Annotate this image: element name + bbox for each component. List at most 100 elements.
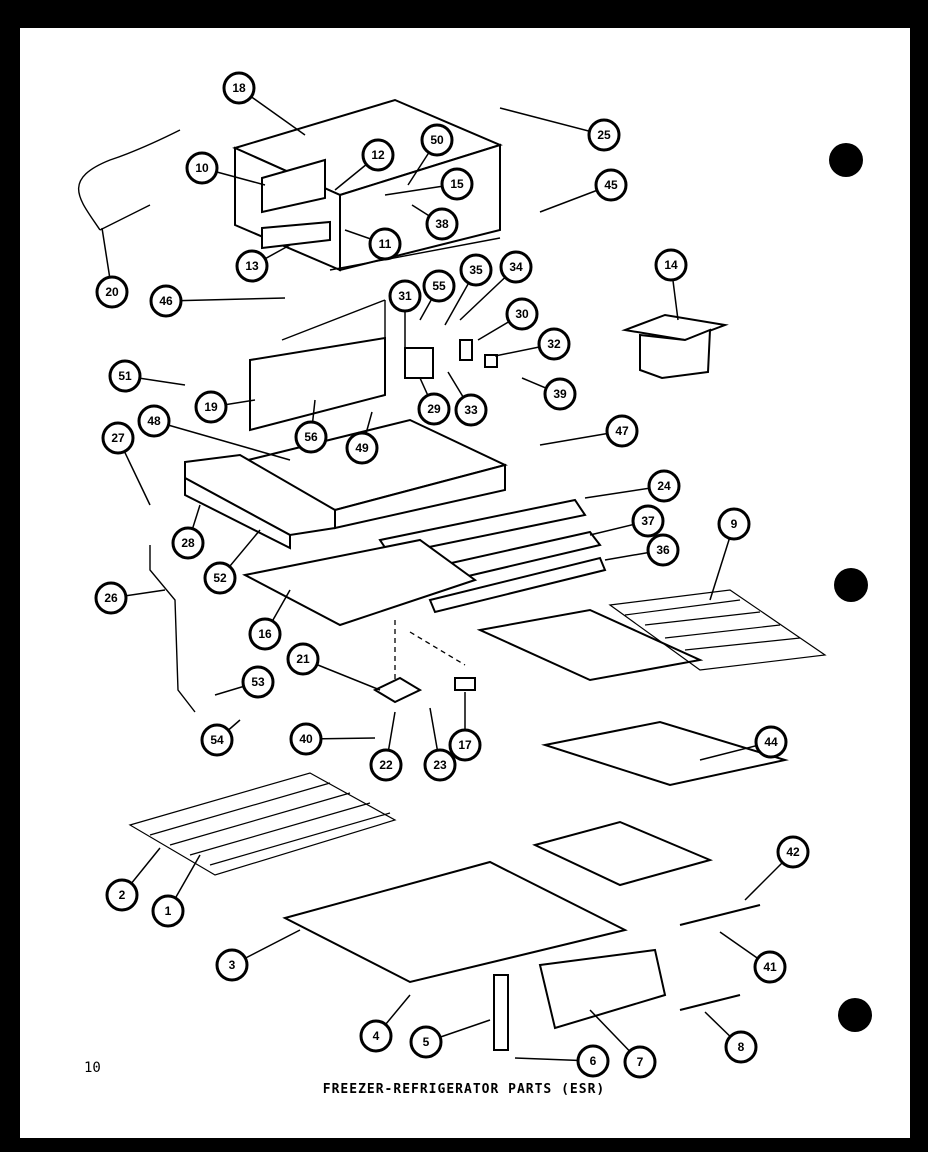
binder-hole-middle: [834, 568, 868, 602]
callout-circle: [654, 248, 688, 282]
callout-label: 14: [664, 258, 678, 272]
part-callout-14: 14: [654, 248, 688, 282]
callout-circle: [95, 275, 129, 309]
callout-label: 24: [657, 479, 671, 493]
control-plate-part: [249, 336, 386, 432]
callout-label: 56: [304, 430, 318, 444]
callout-circle: [647, 469, 681, 503]
trim-part: [679, 904, 761, 926]
crisper-cover-part: [282, 860, 628, 984]
callout-circle: [423, 748, 457, 782]
callout-circle: [200, 723, 234, 757]
callout-label: 41: [763, 960, 777, 974]
part-callout-39: 39: [543, 377, 577, 411]
callout-label: 35: [469, 263, 483, 277]
callout-label: 40: [299, 732, 313, 746]
callout-label: 2: [119, 888, 126, 902]
callout-label: 20: [105, 285, 119, 299]
part-callout-37: 37: [631, 504, 665, 538]
callout-circle: [137, 404, 171, 438]
trim-part: [679, 994, 741, 1011]
callout-label: 38: [435, 217, 449, 231]
callout-label: 13: [245, 259, 259, 273]
callout-label: 54: [210, 733, 224, 747]
part-callout-25: 25: [587, 118, 621, 152]
callout-label: 8: [738, 1040, 745, 1054]
callout-label: 22: [379, 758, 393, 772]
callout-circle: [454, 393, 488, 427]
callout-circle: [171, 526, 205, 560]
part-callout-31: 31: [388, 279, 422, 313]
callout-label: 18: [232, 81, 246, 95]
callout-circle: [151, 894, 185, 928]
callout-circle: [594, 168, 628, 202]
part-callout-2: 2: [105, 878, 139, 912]
callout-circle: [215, 948, 249, 982]
callout-label: 25: [597, 128, 611, 142]
callout-circle: [724, 1030, 758, 1064]
callout-label: 47: [615, 424, 629, 438]
part-callout-15: 15: [440, 167, 474, 201]
callout-label: 28: [181, 536, 195, 550]
callout-circle: [108, 359, 142, 393]
power-cord-part: [77, 129, 181, 231]
callout-circle: [576, 1044, 610, 1078]
callout-circle: [499, 250, 533, 284]
part-callout-34: 34: [499, 250, 533, 284]
bracket-part: [484, 354, 498, 368]
callout-circle: [289, 722, 323, 756]
part-callout-9: 9: [717, 507, 751, 541]
callout-label: 3: [229, 958, 236, 972]
leader-line: [153, 420, 291, 461]
crisper-pan-part: [532, 820, 714, 887]
callout-circle: [448, 728, 482, 762]
callout-label: 27: [111, 431, 125, 445]
part-callout-35: 35: [459, 253, 493, 287]
callout-label: 30: [515, 307, 529, 321]
callout-circle: [425, 207, 459, 241]
part-callout-54: 54: [200, 723, 234, 757]
refrigerator-wire-shelf-part: [128, 772, 397, 876]
part-callout-50: 50: [420, 123, 454, 157]
rail-part: [428, 556, 607, 614]
part-callout-26: 26: [94, 581, 128, 615]
callout-circle: [646, 533, 680, 567]
callout-label: 15: [450, 177, 464, 191]
part-callout-36: 36: [646, 533, 680, 567]
callout-label: 19: [204, 400, 218, 414]
part-callout-8: 8: [724, 1030, 758, 1064]
part-callout-20: 20: [95, 275, 129, 309]
callout-label: 32: [547, 337, 561, 351]
callout-circle: [420, 123, 454, 157]
callout-circle: [294, 420, 328, 454]
part-callout-32: 32: [537, 327, 571, 361]
part-callout-22: 22: [369, 748, 403, 782]
rod-part: [149, 545, 196, 713]
leader-line: [165, 297, 286, 302]
part-callout-7: 7: [623, 1045, 657, 1079]
callout-circle: [754, 725, 788, 759]
part-callout-56: 56: [294, 420, 328, 454]
switch-part: [459, 339, 473, 361]
callout-circle: [345, 431, 379, 465]
crisper-pan-part: [538, 948, 667, 1030]
callout-label: 11: [379, 237, 392, 251]
callout-label: 51: [118, 369, 132, 383]
callout-label: 46: [159, 294, 173, 308]
diagram-caption: FREEZER-REFRIGERATOR PARTS (ESR): [322, 1082, 606, 1097]
callout-circle: [717, 507, 751, 541]
callout-circle: [409, 1025, 443, 1059]
callout-label: 42: [786, 845, 800, 859]
part-callout-1: 1: [151, 894, 185, 928]
support-part: [493, 974, 509, 1051]
callout-circle: [185, 151, 219, 185]
callout-label: 52: [213, 571, 227, 585]
part-callout-28: 28: [171, 526, 205, 560]
part-callout-16: 16: [248, 617, 282, 651]
part-callout-18: 18: [222, 71, 256, 105]
callout-label: 39: [553, 387, 567, 401]
callout-label: 33: [464, 403, 478, 417]
callout-circle: [537, 327, 571, 361]
callout-circle: [194, 390, 228, 424]
callout-label: 4: [373, 1029, 380, 1043]
